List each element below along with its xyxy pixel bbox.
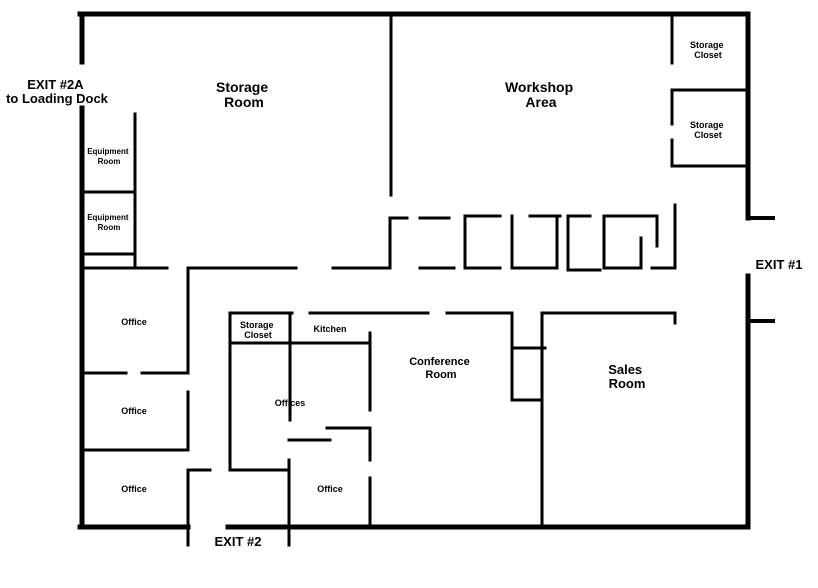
label-workshop-area: Workshop Area: [505, 79, 577, 110]
label-office-1: Office: [121, 317, 147, 327]
label-storage-closet-3-line1: Storage: [240, 320, 274, 330]
label-office-2: Office: [121, 406, 147, 416]
label-workshop-area-line1: Workshop: [505, 79, 573, 95]
label-storage-closet-2: Storage Closet: [690, 120, 726, 140]
label-sales-room-line2: Room: [609, 376, 646, 391]
label-storage-closet-2-line1: Storage: [690, 120, 724, 130]
label-conference-room: Conference Room: [409, 356, 473, 381]
label-storage-closet-3: Storage Closet: [240, 320, 276, 340]
label-exit-2: EXIT #2: [215, 534, 262, 549]
label-conference-room-line1: Conference: [409, 356, 470, 368]
label-storage-closet-1-line1: Storage: [690, 40, 724, 50]
label-storage-room-line2: Room: [224, 94, 264, 110]
label-storage-closet-1: Storage Closet: [690, 40, 726, 60]
label-exit-2a-line2: to Loading Dock: [6, 91, 109, 106]
label-conference-room-line2: Room: [425, 369, 456, 381]
label-storage-closet-3-line2: Closet: [244, 330, 272, 340]
label-storage-room: Storage Room: [216, 79, 272, 110]
label-storage-closet-2-line2: Closet: [694, 130, 722, 140]
label-office-4: Office: [317, 484, 343, 494]
label-offices: Offices: [275, 398, 306, 408]
label-storage-closet-1-line2: Closet: [694, 50, 722, 60]
label-equipment-room-2: Equipment Room: [87, 213, 131, 232]
label-kitchen: Kitchen: [313, 324, 346, 334]
label-sales-room-line1: Sales: [608, 362, 642, 377]
label-exit-1: EXIT #1: [756, 257, 803, 272]
label-exit-2a-line1: EXIT #2A: [27, 77, 84, 92]
label-equipment-room-1: Equipment Room: [87, 147, 131, 166]
label-office-3: Office: [121, 484, 147, 494]
label-equipment-room-2-line2: Room: [98, 223, 121, 232]
label-workshop-area-line2: Area: [525, 94, 556, 110]
walls: [77, 11, 775, 547]
label-exit-2a: EXIT #2A to Loading Dock: [6, 77, 109, 106]
label-equipment-room-1-line1: Equipment: [87, 147, 129, 156]
label-equipment-room-2-line1: Equipment: [87, 213, 129, 222]
label-sales-room: Sales Room: [608, 362, 646, 391]
label-equipment-room-1-line2: Room: [98, 157, 121, 166]
label-storage-room-line1: Storage: [216, 79, 268, 95]
